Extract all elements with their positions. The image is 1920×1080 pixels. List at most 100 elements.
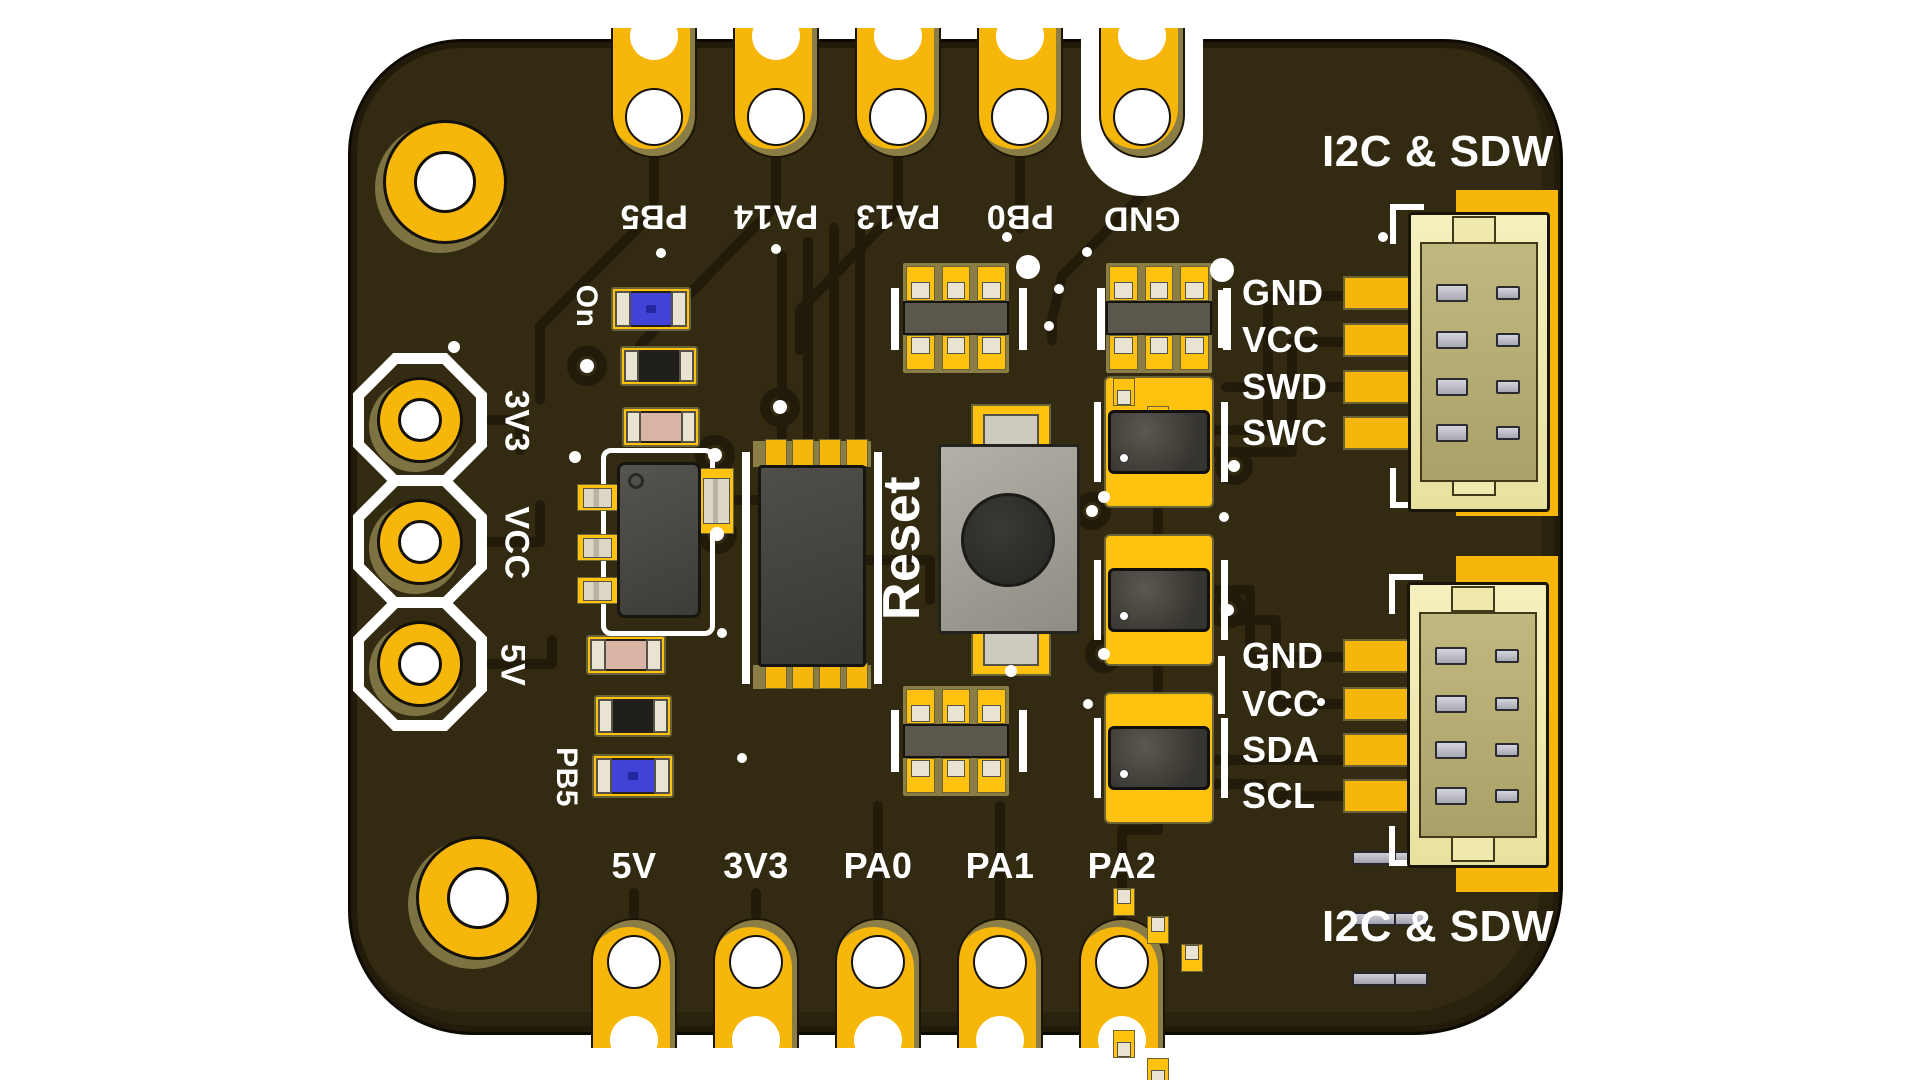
via [1098, 491, 1110, 503]
pin1-indicator [1119, 769, 1129, 779]
chip-lead [792, 439, 814, 467]
connector-contact [1496, 426, 1520, 440]
connector-contact [1495, 743, 1519, 757]
plated-hole [973, 935, 1027, 989]
via [1228, 460, 1240, 472]
resistor [622, 407, 700, 447]
array-pad [941, 689, 971, 724]
via [1086, 505, 1098, 517]
ic-lead [1113, 888, 1135, 916]
connector-silkscreen-corner [1390, 204, 1424, 244]
pin1-indicator [1119, 453, 1129, 463]
castellation-notch [610, 1016, 658, 1064]
connector-cavity [1420, 242, 1538, 482]
connector-tab [1451, 586, 1495, 612]
connector-contact [1436, 284, 1468, 302]
connector-pin [1352, 912, 1428, 926]
connector-pad [1343, 416, 1413, 450]
via [1378, 232, 1388, 242]
array-pad [977, 689, 1007, 724]
array-pad [977, 335, 1007, 370]
terminal [646, 638, 662, 672]
capacitor-body [639, 349, 679, 383]
plated-hole [869, 88, 927, 146]
array-pad [941, 758, 971, 793]
silkscreen-bar [1221, 560, 1228, 640]
resistor-body [605, 638, 647, 672]
resistor-array [903, 686, 1009, 796]
array-pad [906, 758, 935, 793]
silkscreen-bar [1097, 288, 1105, 350]
ic-lead [1147, 916, 1169, 944]
chip-lead [765, 439, 787, 467]
connector-contact [1495, 649, 1519, 663]
via [710, 527, 724, 541]
terminal [598, 699, 614, 733]
silkscreen-label-pb5-top: PB5 [620, 197, 688, 236]
plated-hole-vcc [377, 499, 463, 585]
i2c-pin-label-sda: SDA [1242, 729, 1320, 770]
terminal [678, 349, 694, 383]
mounting-hole-bore [414, 151, 476, 213]
plated-hole [729, 935, 783, 989]
connector-contact [1435, 741, 1467, 759]
hole-bore [398, 642, 442, 686]
silkscreen-label-pa14: PA14 [733, 197, 819, 236]
plated-hole [851, 935, 905, 989]
silkscreen-dot [1016, 255, 1040, 279]
silkscreen-label-3v3-bottom: 3V3 [723, 845, 789, 886]
silkscreen-dot [1210, 258, 1234, 282]
silkscreen-bar [891, 288, 899, 350]
regulator-tab [703, 478, 730, 524]
terminal [652, 699, 668, 733]
array-pad [1109, 266, 1138, 301]
connector-contact [1496, 286, 1520, 300]
connector-pad [1343, 733, 1413, 767]
array-pad [977, 266, 1007, 301]
connector-pad [1343, 687, 1413, 721]
array-pad [1180, 266, 1210, 301]
via [1219, 512, 1229, 522]
soic8-chip [758, 465, 866, 667]
silkscreen-bar [1223, 288, 1231, 350]
pin1-indicator [1119, 611, 1129, 621]
silkscreen-label-vcc-left: VCC [497, 506, 536, 580]
castellation-notch [996, 12, 1044, 60]
chip-silkscreen-bar [742, 452, 750, 684]
connector-contact [1436, 378, 1468, 396]
connector-silkscreen-corner [1389, 826, 1423, 866]
via [1082, 247, 1092, 257]
silkscreen-bar [1094, 402, 1101, 482]
via [737, 753, 747, 763]
connector-tab [1451, 836, 1495, 862]
array-pad [906, 689, 935, 724]
resistor-array [903, 263, 1009, 373]
castellation-notch [752, 12, 800, 60]
terminal [590, 638, 606, 672]
power-led [611, 287, 691, 331]
ic-lead [1113, 378, 1135, 406]
via [717, 628, 727, 638]
connector-contact [1435, 647, 1467, 665]
hole-bore [398, 520, 442, 564]
connector-contact [1436, 331, 1468, 349]
connector-contact [1435, 695, 1467, 713]
plated-hole [625, 88, 683, 146]
via [1054, 284, 1064, 294]
silkscreen-label-pa2: PA2 [1087, 845, 1157, 886]
mounting-hole-bore [447, 867, 509, 929]
resistor-array [1106, 263, 1212, 373]
plated-hole [1113, 88, 1171, 146]
sot23-ic [1108, 568, 1210, 632]
connector-pad [1343, 639, 1413, 673]
silkscreen-label-5v-left: 5V [493, 643, 532, 687]
silkscreen-label-pa0: PA0 [843, 845, 913, 886]
connector-tab [1452, 216, 1496, 244]
via [1222, 604, 1234, 616]
swd-pin-label-swc: SWC [1242, 412, 1328, 453]
terminal [626, 410, 642, 444]
swd-pin-label-vcc: VCC [1242, 319, 1320, 360]
array-pad [1144, 335, 1174, 370]
led-die [611, 758, 655, 794]
via [1044, 321, 1054, 331]
